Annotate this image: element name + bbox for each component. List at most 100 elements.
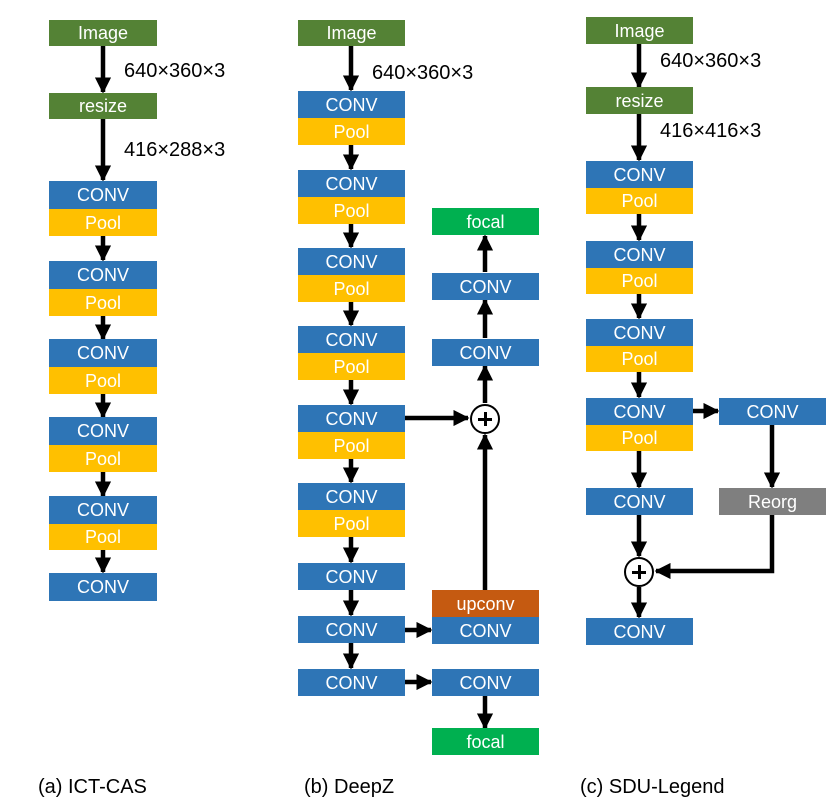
- upconv-label: upconv: [456, 593, 515, 614]
- conv-label: CONV: [613, 401, 666, 422]
- pool-block: Pool: [298, 353, 405, 380]
- pool-block: Pool: [49, 524, 157, 550]
- conv-label: CONV: [459, 276, 512, 297]
- pool-label: Pool: [84, 448, 122, 469]
- conv-label: CONV: [613, 164, 666, 185]
- resize-block: resize: [586, 87, 693, 114]
- conv-label: CONV: [325, 251, 378, 272]
- conv-block: CONV: [432, 669, 539, 696]
- conv-block: CONV: [298, 669, 405, 696]
- pool-label: Pool: [84, 212, 122, 233]
- conv-label: CONV: [325, 566, 378, 587]
- pool-label: Pool: [621, 428, 658, 448]
- caption-c: (c) SDU-Legend: [580, 776, 725, 798]
- conv-label: CONV: [76, 265, 129, 285]
- conv-block: CONV: [298, 170, 405, 197]
- conv-label: CONV: [325, 486, 378, 507]
- pool-label: Pool: [84, 527, 122, 547]
- conv-block: CONV: [432, 617, 539, 644]
- conv-label: CONV: [325, 408, 378, 429]
- pool-block: Pool: [298, 197, 405, 224]
- conv-block: CONV: [298, 563, 405, 590]
- conv-block: CONV: [49, 339, 157, 367]
- input-size-label: 640×360×3: [124, 60, 226, 82]
- conv-block: CONV: [586, 241, 693, 268]
- focal-label: focal: [466, 211, 505, 232]
- pool-block: Pool: [298, 432, 405, 459]
- pool-block: Pool: [49, 289, 157, 316]
- focal-output-block: focal: [432, 728, 539, 755]
- resize-label: resize: [615, 90, 664, 111]
- pool-block: Pool: [586, 346, 693, 372]
- conv-label: CONV: [325, 672, 378, 693]
- input-size-label: 640×360×3: [660, 50, 762, 72]
- pool-block: Pool: [298, 118, 405, 145]
- pool-label: Pool: [621, 191, 658, 211]
- conv-label: CONV: [459, 620, 512, 641]
- conv-label: CONV: [76, 500, 129, 520]
- pool-label: Pool: [621, 349, 658, 369]
- conv-label: CONV: [325, 173, 378, 194]
- conv-block: CONV: [719, 398, 826, 425]
- pool-block: Pool: [49, 367, 157, 394]
- conv-block: CONV: [49, 496, 157, 524]
- image-label: Image: [614, 20, 665, 41]
- conv-label: CONV: [613, 621, 666, 642]
- conv-block: CONV: [298, 616, 405, 643]
- upconv-block: upconv: [432, 590, 539, 617]
- conv-block: CONV: [298, 326, 405, 353]
- pool-block: Pool: [586, 268, 693, 294]
- pool-label: Pool: [84, 370, 122, 391]
- image-label: Image: [77, 23, 129, 43]
- conv-block: CONV: [49, 417, 157, 445]
- conv-label: CONV: [76, 343, 129, 363]
- conv-block: CONV: [298, 405, 405, 432]
- conv-label: CONV: [76, 185, 129, 205]
- conv-block: CONV: [432, 339, 539, 366]
- pool-block: Pool: [298, 510, 405, 537]
- resize-block: resize: [49, 93, 157, 119]
- conv-label: CONV: [325, 619, 378, 640]
- reorg-block: Reorg: [719, 488, 826, 515]
- sum-operator-icon: [624, 557, 654, 587]
- conv-block: CONV: [298, 248, 405, 275]
- input-size-label: 640×360×3: [372, 62, 474, 84]
- pool-block: Pool: [49, 209, 157, 236]
- conv-block: CONV: [49, 181, 157, 209]
- image-input-block: Image: [49, 20, 157, 46]
- pool-label: Pool: [333, 356, 370, 377]
- resize-label: resize: [78, 96, 127, 116]
- image-label: Image: [326, 23, 377, 43]
- focal-output-block: focal: [432, 208, 539, 235]
- conv-block: CONV: [586, 319, 693, 346]
- pool-block: Pool: [586, 425, 693, 451]
- pool-label: Pool: [84, 292, 122, 313]
- arrow-c-reorg-to-sum: [654, 515, 775, 580]
- conv-block: CONV: [432, 273, 539, 300]
- resized-size-label: 416×288×3: [124, 139, 226, 161]
- conv-label: CONV: [613, 244, 666, 265]
- conv-block: CONV: [298, 91, 405, 118]
- resized-size-label: 416×416×3: [660, 120, 762, 142]
- sum-operator-icon: [470, 404, 500, 434]
- reorg-label: Reorg: [747, 491, 798, 512]
- caption-a: (a) ICT-CAS: [38, 776, 147, 798]
- conv-label: CONV: [746, 401, 799, 422]
- pool-label: Pool: [333, 435, 370, 456]
- conv-block: CONV: [586, 488, 693, 515]
- conv-label: CONV: [613, 322, 666, 343]
- conv-block: CONV: [49, 261, 157, 289]
- conv-label: CONV: [76, 421, 129, 441]
- conv-label: CONV: [76, 577, 129, 597]
- conv-label: CONV: [613, 491, 666, 512]
- pool-block: Pool: [298, 275, 405, 302]
- image-input-block: Image: [586, 17, 693, 44]
- pool-label: Pool: [333, 513, 370, 534]
- conv-block: CONV: [49, 573, 157, 601]
- pool-label: Pool: [333, 278, 370, 299]
- conv-label: CONV: [459, 672, 512, 693]
- pool-block: Pool: [49, 445, 157, 472]
- image-input-block: Image: [298, 20, 405, 46]
- caption-b: (b) DeepZ: [304, 776, 395, 798]
